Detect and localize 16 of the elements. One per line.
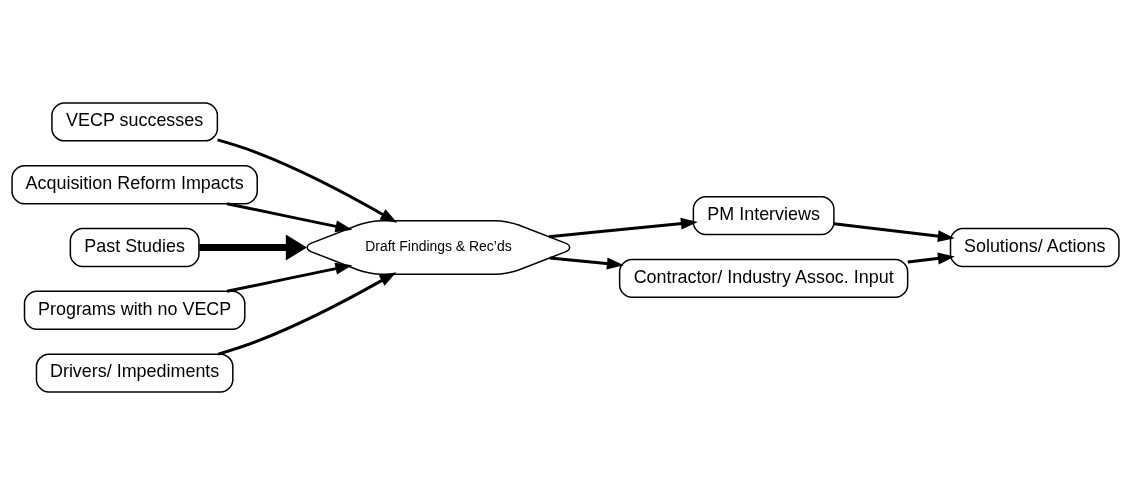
arrow xyxy=(548,217,698,239)
node-box: Contractor/ Industry Assoc. Input xyxy=(618,258,909,299)
arrow xyxy=(833,222,955,243)
node-box: Drivers/ Impediments xyxy=(35,353,234,393)
node-box: PM Interviews xyxy=(692,195,835,236)
node-box: Solutions/ Actions xyxy=(949,227,1120,268)
arrow xyxy=(217,138,398,223)
node-box: Acquisition Reform Impacts xyxy=(11,165,258,205)
arrow xyxy=(217,272,397,356)
arrow xyxy=(226,262,353,293)
node-box: Programs with no VECP xyxy=(23,290,246,330)
arrow xyxy=(907,252,955,265)
node-box: VECP successes xyxy=(51,102,219,142)
arrow xyxy=(226,202,353,233)
arrow xyxy=(549,256,624,270)
node-box: Past Studies xyxy=(69,227,200,268)
